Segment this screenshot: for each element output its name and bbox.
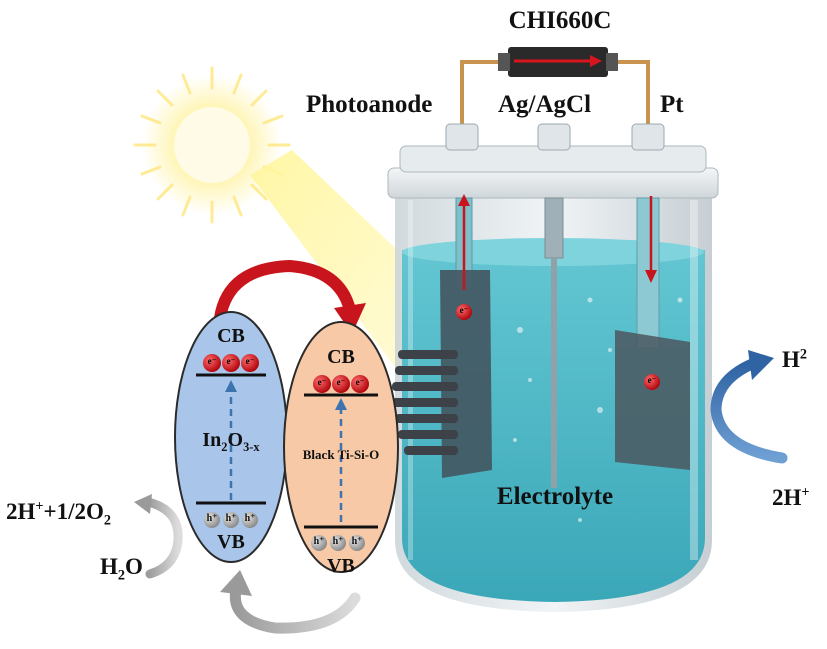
electron-cathode <box>644 374 660 390</box>
electron-cathode-label: e⁻ <box>647 375 657 385</box>
water-label: H2O <box>100 554 143 584</box>
hole-label: h⁺ <box>225 513 237 524</box>
photoanode-electrode <box>392 197 492 478</box>
hole-label: h⁺ <box>332 536 344 547</box>
potentiostat-device <box>498 47 618 77</box>
bubbles <box>513 297 683 522</box>
cb-electron-label: e⁻ <box>245 356 255 366</box>
left-cb-label: CB <box>217 325 245 347</box>
oxidation-product-label: 2H++1/2O2 <box>6 498 112 529</box>
cb-electron-label: e⁻ <box>355 377 365 387</box>
protons-label: 2H+ <box>772 484 810 510</box>
vb-holes <box>204 512 365 551</box>
sun-icon <box>133 66 291 224</box>
electron-transfer-arrow <box>214 259 366 334</box>
hydrogen-label: H2 <box>782 346 808 372</box>
photoanode-label: Photoanode <box>306 91 433 118</box>
electron-flow-arrows <box>458 194 657 290</box>
left-vb-label: VB <box>217 531 245 553</box>
counter-electrode-label: Pt <box>660 91 684 118</box>
hole-label: h⁺ <box>313 536 325 547</box>
reference-electrode-label: Ag/AgCl <box>498 91 592 118</box>
water-oxidation-arrow <box>134 494 183 579</box>
black-ti-si-o-label: Black Ti-Si-O <box>302 447 380 462</box>
right-vb-label: VB <box>327 555 355 577</box>
cb-electrons <box>203 354 369 393</box>
cb-electron-label: e⁻ <box>226 356 236 366</box>
hole-label: h⁺ <box>206 513 218 524</box>
electron-anode-label: e⁻ <box>459 305 469 315</box>
reference-electrode <box>544 197 564 488</box>
hole-label: h⁺ <box>351 536 363 547</box>
cb-electron-label: e⁻ <box>336 377 346 387</box>
electrolyte-label: Electrolyte <box>496 483 614 510</box>
in2o3-label: In2O3-x <box>202 429 260 454</box>
electron-anode <box>456 304 472 320</box>
cb-electron-label: e⁻ <box>317 377 327 387</box>
hydrogen-evolution-arrow <box>710 350 788 464</box>
hole-label: h⁺ <box>244 513 256 524</box>
right-cb-label: CB <box>327 346 355 368</box>
cb-electron-label: e⁻ <box>207 356 217 366</box>
black-ti-si-o-band-diagram <box>283 321 399 573</box>
hole-transfer-arrow <box>220 570 361 634</box>
potentiostat-label: CHI660C <box>508 7 612 34</box>
